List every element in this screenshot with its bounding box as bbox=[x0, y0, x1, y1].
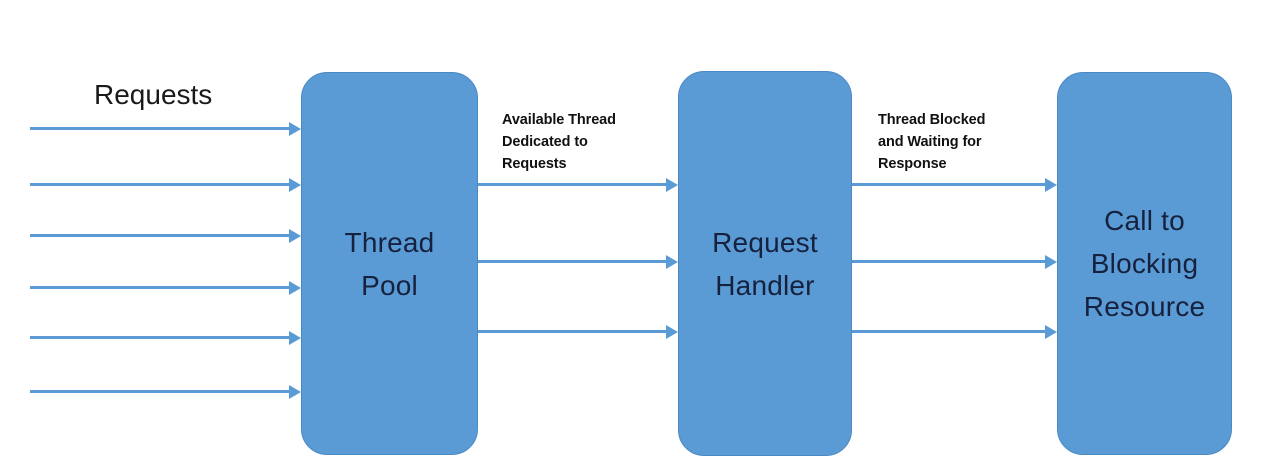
thread-blocked-caption: Thread Blocked and Waiting for Response bbox=[878, 112, 986, 172]
arrow-head-icon bbox=[289, 385, 301, 399]
arrow-incoming-requests-1 bbox=[30, 122, 301, 136]
arrow-shaft bbox=[30, 183, 290, 187]
arrow-thread-pool-to-handler-2 bbox=[478, 255, 678, 269]
arrow-head-icon bbox=[666, 325, 678, 339]
arrow-handler-to-blocking-resource-1 bbox=[852, 178, 1057, 192]
arrow-head-icon bbox=[289, 178, 301, 192]
arrow-head-icon bbox=[666, 178, 678, 192]
arrow-head-icon bbox=[1045, 178, 1057, 192]
arrow-head-icon bbox=[289, 229, 301, 243]
arrow-shaft bbox=[852, 183, 1046, 187]
arrow-shaft bbox=[30, 127, 290, 131]
arrow-head-icon bbox=[1045, 325, 1057, 339]
arrow-incoming-requests-4 bbox=[30, 281, 301, 295]
arrow-handler-to-blocking-resource-3 bbox=[852, 325, 1057, 339]
arrow-shaft bbox=[852, 330, 1046, 334]
node-blocking-resource[interactable]: Call to Blocking Resource bbox=[1057, 72, 1232, 455]
node-request-handler-label: Request Handler bbox=[712, 226, 818, 301]
available-thread-caption: Available Thread Dedicated to Requests bbox=[502, 112, 616, 172]
arrow-shaft bbox=[30, 336, 290, 340]
arrow-thread-pool-to-handler-3 bbox=[478, 325, 678, 339]
arrow-head-icon bbox=[289, 122, 301, 136]
arrow-incoming-requests-6 bbox=[30, 385, 301, 399]
node-blocking-resource-label: Call to Blocking Resource bbox=[1083, 205, 1206, 322]
arrow-head-icon bbox=[666, 255, 678, 269]
arrow-shaft bbox=[478, 330, 667, 334]
arrow-head-icon bbox=[289, 331, 301, 345]
arrow-shaft bbox=[478, 183, 667, 187]
arrow-shaft bbox=[478, 260, 667, 264]
arrow-shaft bbox=[852, 260, 1046, 264]
arrow-handler-to-blocking-resource-2 bbox=[852, 255, 1057, 269]
arrow-head-icon bbox=[1045, 255, 1057, 269]
arrow-shaft bbox=[30, 234, 290, 238]
arrow-incoming-requests-5 bbox=[30, 331, 301, 345]
arrow-thread-pool-to-handler-1 bbox=[478, 178, 678, 192]
arrow-shaft bbox=[30, 286, 290, 290]
requests-heading: Requests bbox=[94, 79, 213, 110]
node-thread-pool[interactable]: Thread Pool bbox=[301, 72, 478, 455]
arrow-head-icon bbox=[289, 281, 301, 295]
node-request-handler[interactable]: Request Handler bbox=[678, 71, 852, 456]
arrow-shaft bbox=[30, 390, 290, 394]
arrow-incoming-requests-2 bbox=[30, 178, 301, 192]
arrow-incoming-requests-3 bbox=[30, 229, 301, 243]
node-thread-pool-label: Thread Pool bbox=[344, 226, 435, 301]
